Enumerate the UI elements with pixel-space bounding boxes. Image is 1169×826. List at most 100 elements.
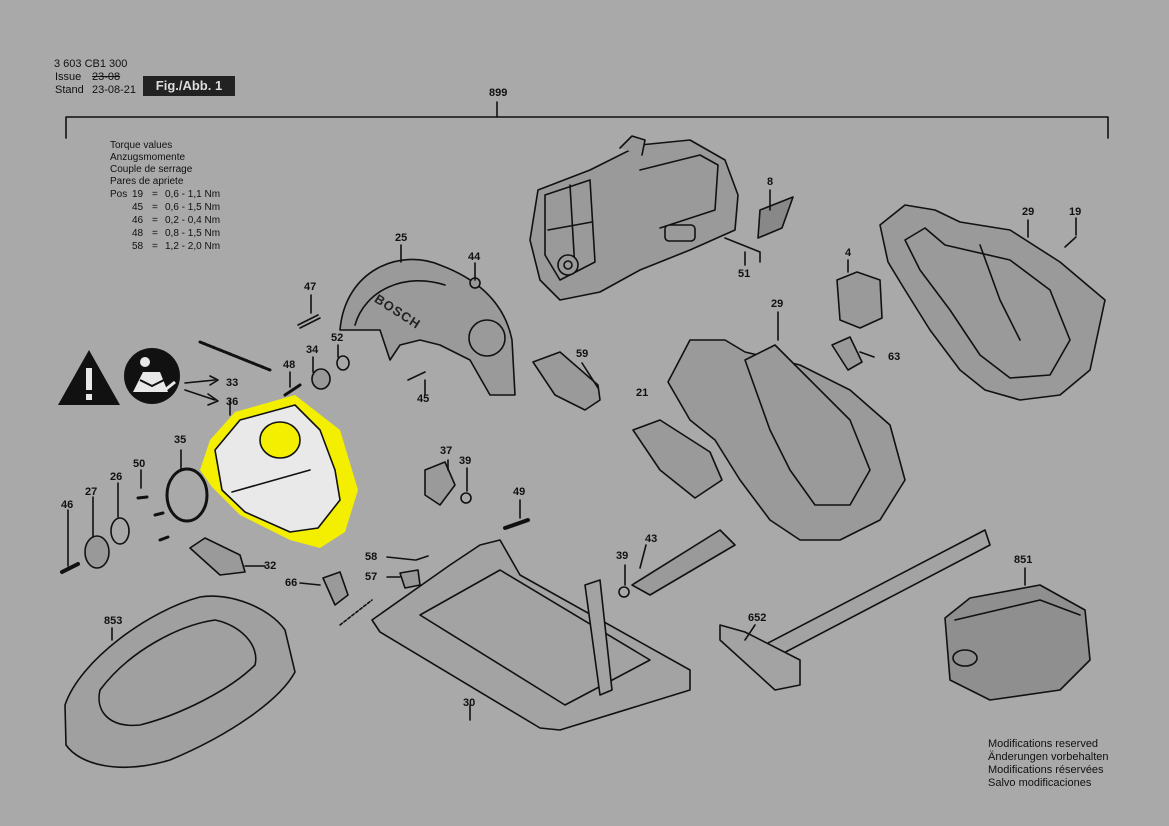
label-49: 49 — [513, 486, 526, 498]
housing-half-center — [667, 339, 906, 541]
label-32: 32 — [264, 560, 277, 572]
motor-housing — [529, 135, 739, 301]
part-51-hex-key — [724, 237, 761, 263]
part-33-spring — [198, 340, 272, 372]
part-66-leader — [339, 599, 373, 626]
arrow-to-33 — [184, 379, 216, 384]
label-29-center: 29 — [771, 298, 784, 310]
arrow-head-36 — [207, 393, 219, 406]
label-66: 66 — [285, 577, 298, 589]
label-27: 27 — [85, 486, 98, 498]
label-59: 59 — [576, 348, 589, 360]
torque-title-de: Anzugsmomente — [110, 152, 186, 163]
part-4-block — [836, 271, 883, 329]
label-851: 851 — [1014, 554, 1033, 566]
torque-pos: 58 — [132, 241, 144, 252]
part-27-flange — [84, 535, 110, 569]
torque-title-en: Torque values — [110, 140, 173, 151]
label-35: 35 — [174, 434, 187, 446]
blade-guard-36-highlight — [200, 395, 358, 548]
label-39-bottom: 39 — [616, 550, 629, 562]
part-46-bolt — [60, 562, 80, 574]
footer-line-fr: Modifications réservées — [988, 764, 1104, 776]
part-66-clamp — [322, 571, 349, 606]
part-49-bolt — [503, 518, 530, 530]
torque-pos: 46 — [132, 215, 144, 226]
stand-value: 23-08-21 — [92, 84, 137, 96]
part-26-washer — [110, 517, 130, 545]
part-39-washer-bottom — [618, 586, 630, 598]
label-4: 4 — [845, 247, 852, 259]
part-21-dust-tube — [632, 419, 723, 499]
label-26: 26 — [110, 471, 123, 483]
arrow-to-36 — [184, 389, 216, 401]
label-63: 63 — [888, 351, 901, 363]
stand-label: Stand — [55, 84, 84, 96]
part-43-rod — [631, 529, 736, 596]
label-36: 36 — [226, 396, 239, 408]
label-45: 45 — [417, 393, 430, 405]
label-8: 8 — [767, 176, 774, 188]
assembly-bracket — [65, 116, 1109, 139]
issue-value: 23-08 — [92, 71, 121, 83]
label-58: 58 — [365, 551, 378, 563]
label-30: 30 — [463, 697, 476, 709]
label-33: 33 — [226, 377, 239, 389]
part-number: 3 603 CB1 300 — [54, 58, 128, 70]
torque-eq: = — [152, 228, 158, 239]
label-853: 853 — [104, 615, 123, 627]
torque-pos-label: Pos — [110, 189, 128, 200]
label-21: 21 — [636, 387, 649, 399]
label-34: 34 — [306, 344, 319, 356]
part-57-clip — [399, 569, 421, 589]
footer-line-es: Salvo modificaciones — [988, 777, 1092, 789]
label-48: 48 — [283, 359, 296, 371]
part-48-screw — [283, 383, 302, 397]
torque-val: 0,6 - 1,5 Nm — [165, 202, 221, 213]
part-32-lever — [189, 537, 246, 576]
part-19-screw — [1064, 236, 1077, 248]
part-34-bushing — [311, 368, 331, 390]
battery-851 — [944, 584, 1091, 701]
part-35-ring — [165, 467, 209, 523]
torque-title-fr: Couple de serrage — [110, 164, 193, 175]
label-51: 51 — [738, 268, 751, 280]
label-39-top: 39 — [459, 455, 472, 467]
label-37: 37 — [440, 445, 453, 457]
torque-eq: = — [152, 215, 158, 226]
part-63-clip — [831, 336, 863, 371]
label-57: 57 — [365, 571, 378, 583]
label-44: 44 — [468, 251, 481, 263]
part-45-screw — [407, 371, 426, 381]
issue-label: Issue — [55, 71, 82, 83]
footer-line-en: Modifications reserved — [988, 738, 1099, 750]
torque-eq: = — [152, 189, 158, 200]
label-29-top: 29 — [1022, 206, 1035, 218]
blade-guard-25 — [339, 258, 516, 396]
part-58-screw — [415, 555, 429, 561]
torque-title-es: Pares de apriete — [110, 176, 184, 187]
label-25: 25 — [395, 232, 408, 244]
label-50: 50 — [133, 458, 146, 470]
read-manual-icon — [124, 348, 180, 404]
part-8-plate — [757, 196, 794, 239]
figure-badge: Fig./Abb. 1 — [143, 76, 235, 96]
label-46: 46 — [61, 499, 74, 511]
housing-half-right — [879, 204, 1106, 401]
torque-eq: = — [152, 202, 158, 213]
base-plate-30 — [371, 539, 691, 731]
label-899: 899 — [489, 87, 508, 99]
torque-eq: = — [152, 241, 158, 252]
warning-triangle-icon — [58, 350, 120, 405]
label-47: 47 — [304, 281, 317, 293]
torque-val: 0,8 - 1,5 Nm — [165, 228, 221, 239]
torque-val: 0,6 - 1,1 Nm — [165, 189, 221, 200]
charger-853 — [64, 595, 296, 768]
part-39-washer-top — [460, 492, 472, 504]
label-52: 52 — [331, 332, 344, 344]
torque-pos: 19 — [132, 189, 144, 200]
label-19: 19 — [1069, 206, 1082, 218]
part-52-washer — [336, 355, 350, 371]
